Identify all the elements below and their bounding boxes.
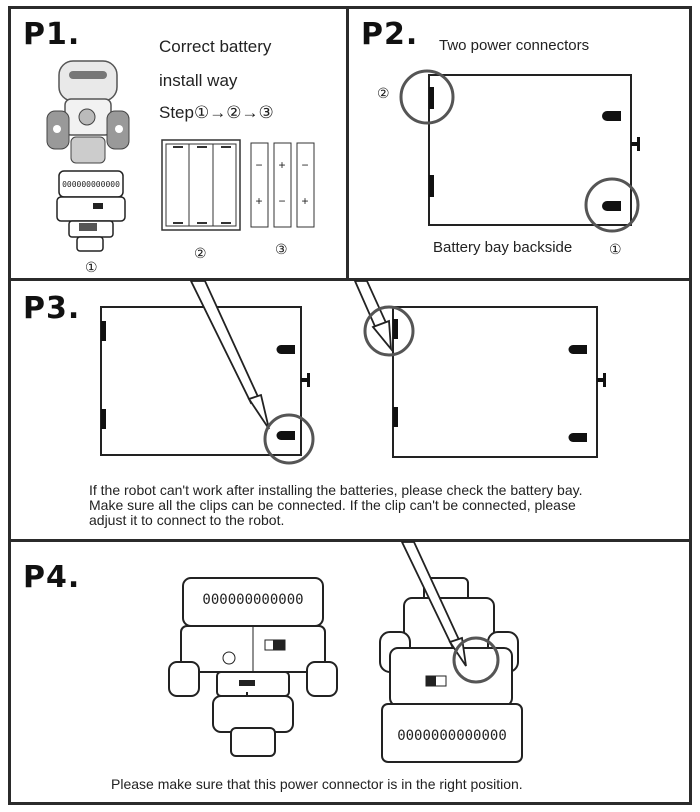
bay-with-screwdriver-left [100,280,315,465]
note-line-3: adjust it to connect to the robot. [89,512,285,528]
panel-title: P1. [23,17,81,52]
label-batteries: ③ [275,241,288,257]
svg-text:+: + [255,194,262,208]
label-robot: ① [85,259,98,275]
robot-vent: 000000000000 [62,180,120,189]
connector-highlight [452,636,500,684]
heading: Two power connectors [439,37,590,54]
batteries-illustration: − + + − − + [250,142,315,228]
step-sequence: Step①→②→③ [159,103,274,122]
bay-with-screwdriver-right [353,280,606,458]
battery-bay-backside [399,69,640,233]
svg-text:+: + [301,194,308,208]
marker-bottom: ① [609,241,622,257]
note-line-2: Make sure all the clips can be connected… [89,497,576,513]
connector-highlight-top [399,69,455,125]
caption: Battery bay backside [433,239,573,256]
robot-front-illustration [46,60,130,164]
robot-back-illustration: 000000000000 [56,170,126,252]
panel-p4: P4. 000000000000 0000000000000 Please ma… [8,539,692,805]
svg-text:+: + [278,158,285,172]
panel-p3: P3. If the robot can't work after instal… [8,278,692,542]
footer-note: Please make sure that this power connect… [111,776,523,792]
clip-highlight [263,413,315,465]
panel-title: P4. [23,560,81,595]
clip-highlight [363,305,415,357]
label-bay: ② [194,245,207,261]
svg-text:−: − [301,158,308,172]
vent-bottom: 0000000000000 [397,728,507,744]
panel-p1: P1. Correct battery install way Step①→②→… [8,6,349,281]
instruction-line-1: Correct battery [159,37,272,56]
vent-top: 000000000000 [202,592,303,608]
battery-bay-illustration [161,139,241,231]
robot-back-view: 000000000000 [168,577,338,757]
svg-text:−: − [278,194,285,208]
instruction-line-2: install way [159,71,238,90]
svg-text:−: − [255,158,262,172]
connector-highlight-bottom [584,177,640,233]
panel-title: P2. [361,17,419,52]
marker-top: ② [377,85,390,101]
note-line-1: If the robot can't work after installing… [89,482,583,498]
troubleshoot-note: If the robot can't work after installing… [89,483,679,528]
panel-title: P3. [23,291,81,326]
panel-p2: P2. Two power connectors ② Battery bay b… [346,6,692,281]
robot-connector-view: 0000000000000 [379,541,523,763]
